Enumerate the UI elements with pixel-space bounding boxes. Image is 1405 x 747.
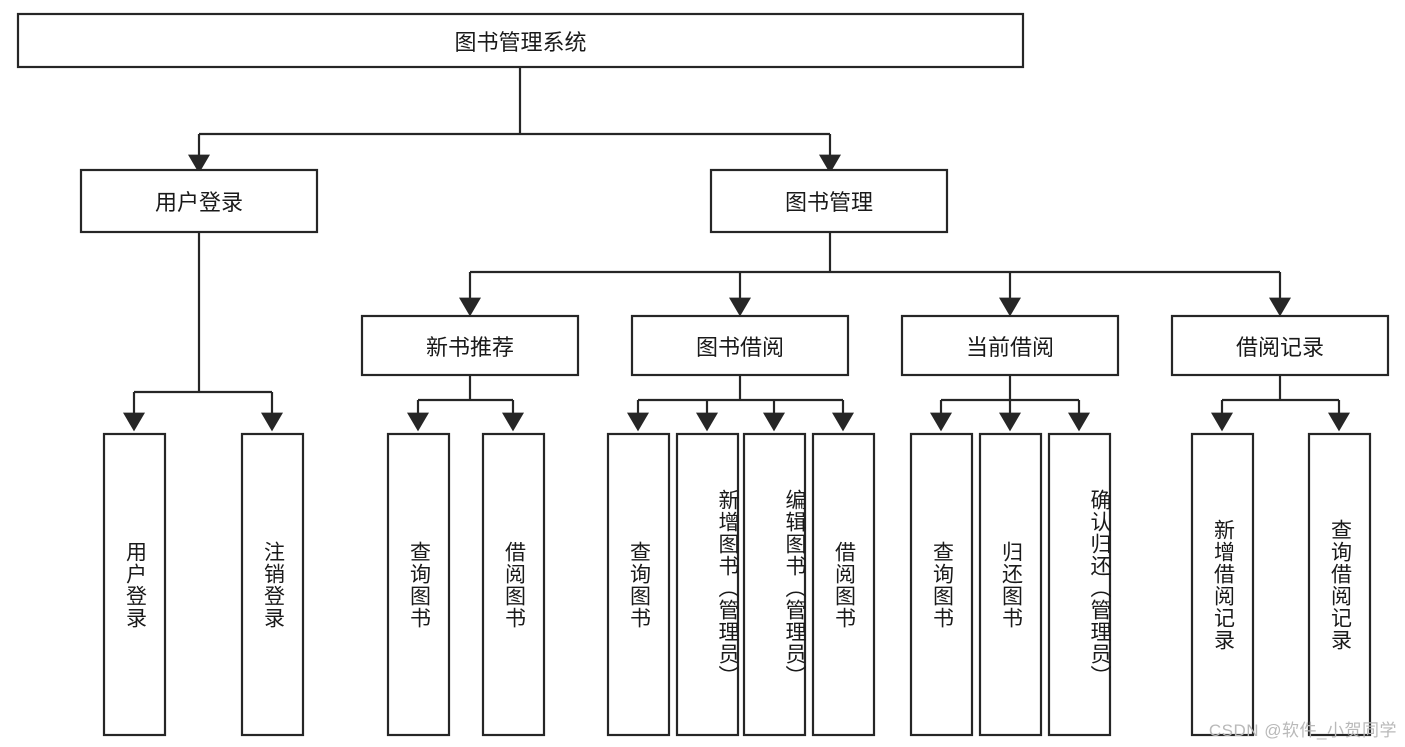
node-box-leaf-add-book[interactable] [675, 432, 740, 737]
node-box-leaf-borrow-book-b[interactable] [811, 432, 876, 737]
node-layer [16, 12, 1390, 737]
node-box-leaf-logout[interactable] [240, 432, 305, 737]
node-box-leaf-return-book[interactable] [978, 432, 1043, 737]
node-box-leaf-borrow-book-a[interactable] [481, 432, 546, 737]
node-box-leaf-query-book-b[interactable] [606, 432, 671, 737]
node-box-current-borrow[interactable] [900, 314, 1120, 377]
node-box-book-borrow[interactable] [630, 314, 850, 377]
node-box-leaf-confirm-return[interactable] [1047, 432, 1112, 737]
node-box-leaf-user-login[interactable] [102, 432, 167, 737]
node-box-leaf-add-record[interactable] [1190, 432, 1255, 737]
node-box-book-mgmt[interactable] [709, 168, 949, 234]
node-box-user-login[interactable] [79, 168, 319, 234]
node-box-borrow-record[interactable] [1170, 314, 1390, 377]
node-box-leaf-query-book-a[interactable] [386, 432, 451, 737]
node-box-new-book-rec[interactable] [360, 314, 580, 377]
node-box-leaf-query-record[interactable] [1307, 432, 1372, 737]
connector-layer [123, 67, 1350, 432]
node-box-leaf-edit-book[interactable] [742, 432, 807, 737]
node-box-root[interactable] [16, 12, 1025, 69]
node-box-leaf-query-book-c[interactable] [909, 432, 974, 737]
